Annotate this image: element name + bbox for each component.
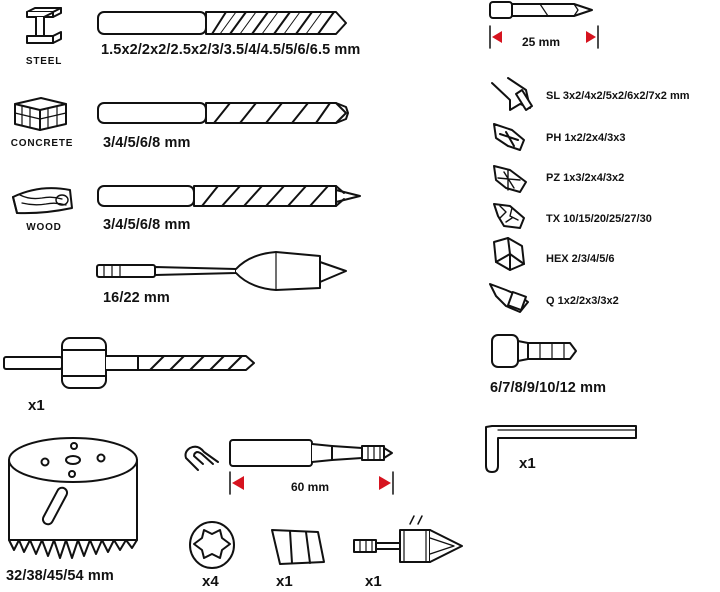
magnet-icon xyxy=(184,445,219,471)
bit-type-torx: TX 10/15/20/25/27/30 xyxy=(546,213,652,225)
steel-drill-sizes: 1.5x2/2x2/2.5x2/3/3.5/4/4.5/5/6/6.5 mm xyxy=(101,42,361,58)
mandrel-quantity: x1 xyxy=(28,397,45,414)
star-adapter-quantity: x4 xyxy=(202,573,219,590)
nut-driver xyxy=(491,334,577,368)
spade-bit-sizes: 16/22 mm xyxy=(103,290,170,306)
holder-length-label: 60 mm xyxy=(291,480,330,494)
material-label-wood: WOOD xyxy=(26,222,62,233)
concrete-block-icon xyxy=(14,97,67,131)
bit-type-slotted: SL 3x2/4x2/5x2/6x2/7x2 mm xyxy=(546,90,690,102)
bit-type-phillips: PH 1x2/2x4/3x3 xyxy=(546,132,626,144)
bit-type-square: Q 1x2/2x3/3x2 xyxy=(546,295,619,307)
spade-bit xyxy=(96,251,347,291)
hex-bit-icon xyxy=(493,237,525,271)
magnetic-bit-holder xyxy=(229,439,393,467)
bit-type-pozidriv: PZ 1x3/2x4/3x2 xyxy=(546,172,625,184)
wood-drill-sizes: 3/4/5/6/8 mm xyxy=(103,217,191,233)
wood-drill-bit xyxy=(97,185,361,207)
holesaw xyxy=(8,437,138,559)
material-label-concrete: CONCRETE xyxy=(10,138,74,149)
bit-length-dimension xyxy=(489,25,599,49)
concrete-drill-sizes: 3/4/5/6/8 mm xyxy=(103,135,191,151)
pozidriv-bit-icon xyxy=(493,165,527,193)
steel-beam-icon xyxy=(26,7,62,44)
phillips-bit-icon xyxy=(493,123,525,151)
holder-length-dimension xyxy=(229,471,394,495)
slotted-bit-icon xyxy=(491,77,533,111)
star-adapter xyxy=(189,521,235,569)
concrete-drill-bit xyxy=(97,102,349,124)
holesaw-sizes: 32/38/45/54 mm xyxy=(6,568,114,584)
bit-sleeve xyxy=(271,529,325,565)
allen-key-quantity: x1 xyxy=(519,455,536,472)
sleeve-quantity: x1 xyxy=(276,573,293,590)
wood-log-icon xyxy=(12,187,73,215)
torx-bit-icon xyxy=(493,203,525,229)
bit-length-label: 25 mm xyxy=(522,35,561,49)
countersink-bit xyxy=(353,515,463,563)
nut-driver-sizes: 6/7/8/9/10/12 mm xyxy=(490,380,607,396)
allen-key xyxy=(485,425,637,473)
steel-drill-bit xyxy=(97,11,347,35)
screwdriver-bit xyxy=(489,1,593,19)
countersink-quantity: x1 xyxy=(365,573,382,590)
holesaw-mandrel xyxy=(3,337,255,389)
bit-type-hex: HEX 2/3/4/5/6 xyxy=(546,253,615,265)
material-label-steel: STEEL xyxy=(25,56,63,67)
square-bit-icon xyxy=(489,283,529,313)
